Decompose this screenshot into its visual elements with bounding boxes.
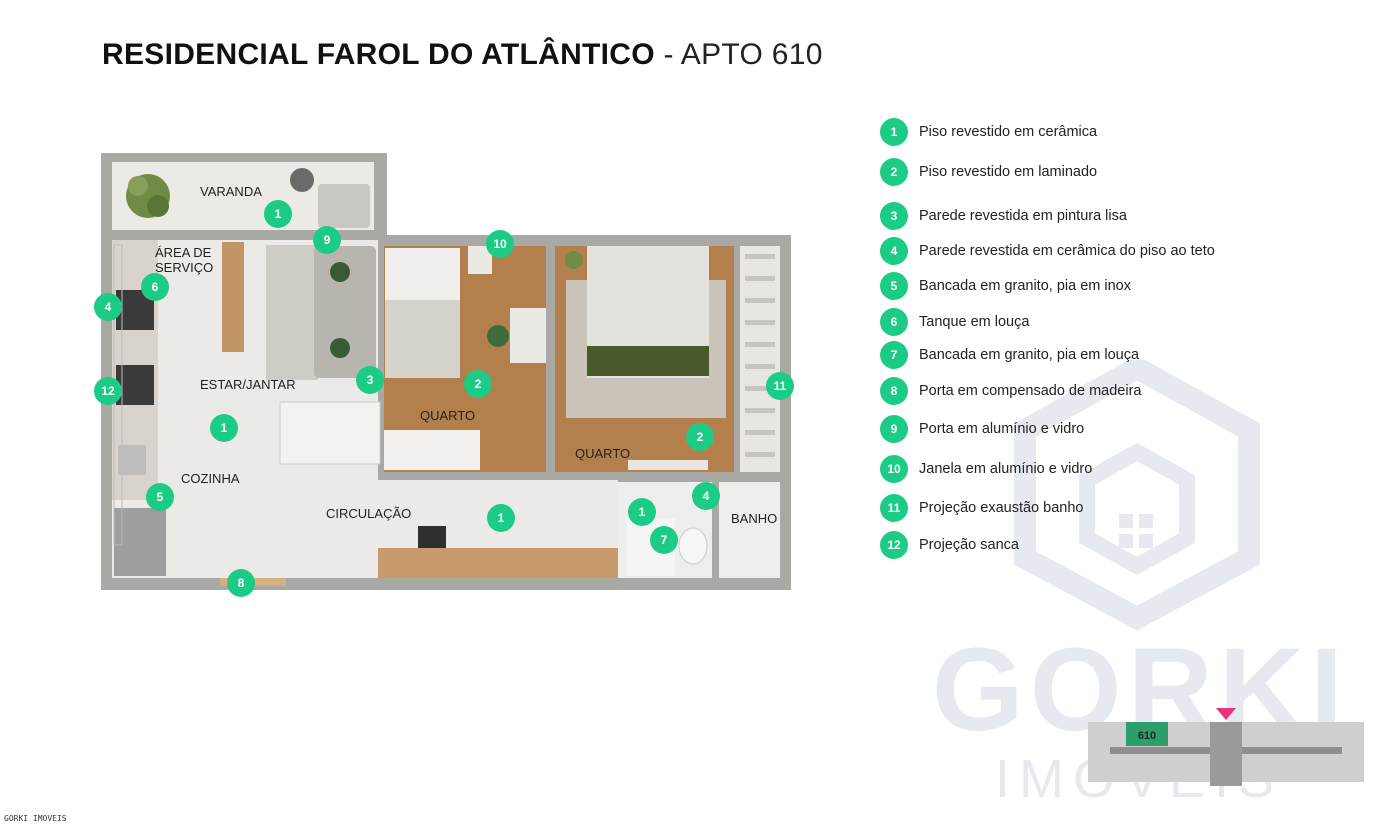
legend-item: 4 Parede revestida em cerâmica do piso ao… xyxy=(880,237,1215,265)
legend-number: 2 xyxy=(880,158,908,186)
plan-marker: 4 xyxy=(692,482,720,510)
legend-text: Parede revestida em cerâmica do piso ao … xyxy=(919,243,1215,259)
legend-text: Projeção sanca xyxy=(919,537,1019,553)
floor-plan: VARANDA ÁREA DE SERVIÇO ESTAR/JANTAR COZ… xyxy=(101,153,791,590)
room-label-circulacao: CIRCULAÇÃO xyxy=(326,506,411,521)
legend-text: Parede revestida em pintura lisa xyxy=(919,208,1127,224)
legend-number: 4 xyxy=(880,237,908,265)
legend-item: 10 Janela em alumínio e vidro xyxy=(880,455,1092,483)
legend-text: Bancada em granito, pia em louça xyxy=(919,347,1140,363)
plan-marker: 1 xyxy=(628,498,656,526)
legend-text: Janela em alumínio e vidro xyxy=(919,461,1093,477)
legend-number: 9 xyxy=(880,415,908,443)
room-label-quarto-1: QUARTO xyxy=(420,408,475,423)
legend-item: 2 Piso revestido em laminado xyxy=(880,158,1097,186)
key-plan-unit xyxy=(1126,722,1168,746)
room-label-quarto-2: QUARTO xyxy=(575,446,630,461)
plan-marker: 9 xyxy=(313,226,341,254)
page-title: RESIDENCIAL FAROL DO ATLÂNTICO - APTO 61… xyxy=(102,38,823,72)
plan-marker: 5 xyxy=(146,483,174,511)
plan-marker: 4 xyxy=(94,293,122,321)
legend-text: Bancada em granito, pia em inox xyxy=(919,278,1131,294)
legend-item: 5 Bancada em granito, pia em inox xyxy=(880,272,1131,300)
legend-item: 6 Tanque em louça xyxy=(880,308,1029,336)
key-plan: 610 xyxy=(1088,708,1364,786)
room-label-cozinha: COZINHA xyxy=(181,471,240,486)
legend-text: Projeção exaustão banho xyxy=(919,500,1084,516)
legend-item: 7 Bancada em granito, pia em louça xyxy=(880,341,1139,369)
legend-text: Porta em alumínio e vidro xyxy=(919,421,1085,437)
room-label-area-servico-2: SERVIÇO xyxy=(155,260,213,275)
title-building: RESIDENCIAL FAROL DO ATLÂNTICO xyxy=(102,38,655,71)
plan-marker: 1 xyxy=(210,414,238,442)
legend-item: 11 Projeção exaustão banho xyxy=(880,494,1083,522)
legend-item: 12 Projeção sanca xyxy=(880,531,1019,559)
room-label-varanda: VARANDA xyxy=(200,184,262,199)
legend-number: 6 xyxy=(880,308,908,336)
legend-number: 3 xyxy=(880,202,908,230)
title-unit: - APTO 610 xyxy=(654,38,823,71)
legend-text: Piso revestido em laminado xyxy=(919,164,1098,180)
legend-number: 5 xyxy=(880,272,908,300)
plan-marker: 1 xyxy=(487,504,515,532)
plan-marker: 10 xyxy=(486,230,514,258)
plan-marker: 2 xyxy=(464,370,492,398)
plan-marker: 2 xyxy=(686,423,714,451)
legend-item: 3 Parede revestida em pintura lisa xyxy=(880,202,1127,230)
room-label-estar-jantar: ESTAR/JANTAR xyxy=(200,377,296,392)
room-label-banho: BANHO xyxy=(731,511,777,526)
room-label-area-servico-1: ÁREA DE xyxy=(155,245,212,260)
key-plan-unit-label: 610 xyxy=(1138,730,1156,742)
plan-marker: 11 xyxy=(766,372,794,400)
plan-marker: 7 xyxy=(650,526,678,554)
legend-number: 11 xyxy=(880,494,908,522)
gorki-logo-watermark xyxy=(1014,360,1260,631)
legend-number: 10 xyxy=(880,455,908,483)
legend-number: 12 xyxy=(880,531,908,559)
legend-number: 8 xyxy=(880,377,908,405)
plan-marker: 12 xyxy=(94,377,122,405)
plan-marker: 6 xyxy=(141,273,169,301)
location-arrow-icon xyxy=(1216,708,1236,720)
legend-text: Porta em compensado de madeira xyxy=(919,383,1142,399)
legend-text: Tanque em louça xyxy=(919,314,1030,330)
legend-item: 9 Porta em alumínio e vidro xyxy=(880,415,1084,443)
legend-item: 1 Piso revestido em cerâmica xyxy=(880,118,1097,146)
footer-credit: GORKI IMOVEIS xyxy=(4,814,67,823)
plan-marker: 8 xyxy=(227,569,255,597)
legend-number: 1 xyxy=(880,118,908,146)
legend-number: 7 xyxy=(880,341,908,369)
plan-marker: 1 xyxy=(264,200,292,228)
legend-item: 8 Porta em compensado de madeira xyxy=(880,377,1141,405)
plan-marker: 3 xyxy=(356,366,384,394)
legend-text: Piso revestido em cerâmica xyxy=(919,124,1098,140)
